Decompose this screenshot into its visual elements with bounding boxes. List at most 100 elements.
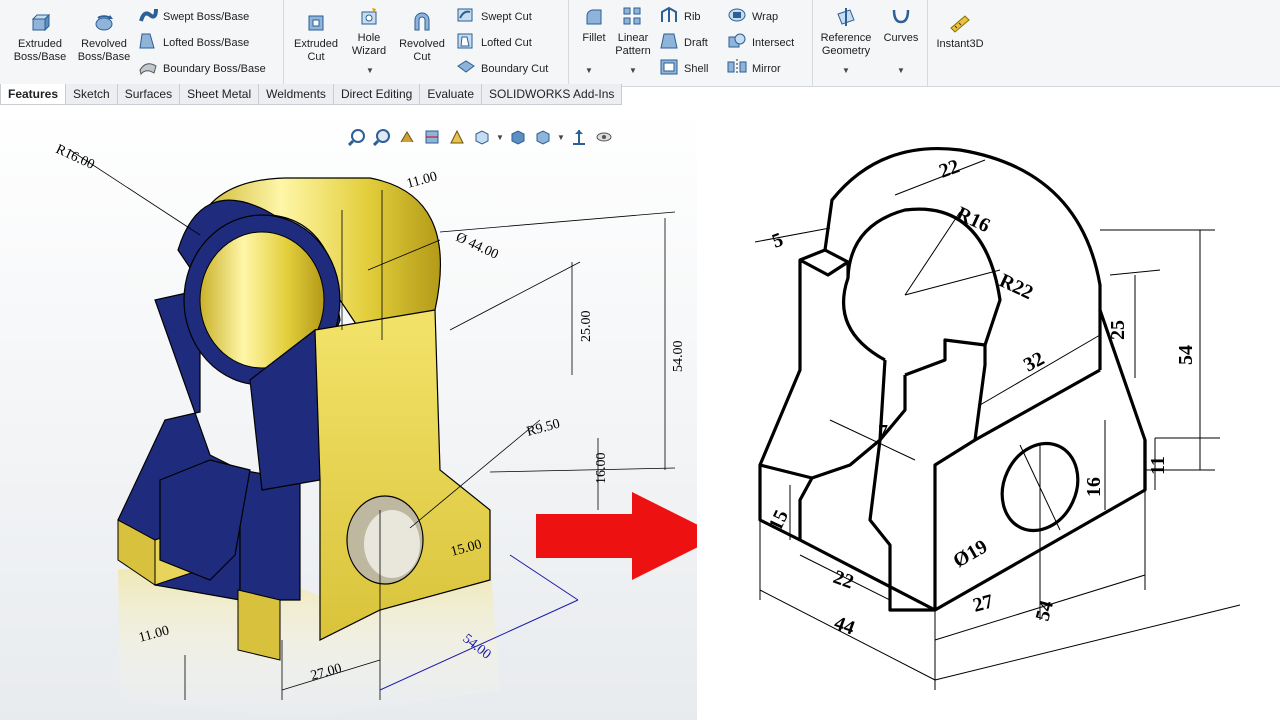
- draft-icon: [659, 32, 679, 53]
- linear-pattern-dropdown-icon[interactable]: ▼: [629, 66, 637, 75]
- fillet-label: Fillet: [582, 32, 606, 44]
- model-cylinder-boss: [177, 177, 442, 386]
- tab-surfaces[interactable]: Surfaces: [116, 84, 181, 105]
- drawing-dim-22-top: 22: [936, 155, 962, 183]
- drawing-dim-32: 32: [1020, 348, 1048, 377]
- solidworks-3d-model[interactable]: R16.00 11.00 Ø 44.00 25.00 54.00 R9.50 1…: [0, 106, 700, 720]
- features-group: Fillet ▼ Linear Pattern ▼ Rib Draft Shel…: [569, 0, 813, 86]
- isometric-drawing-panel: [697, 120, 1250, 720]
- swept-boss-icon: [138, 6, 158, 27]
- boundary-cut-label: Boundary Cut: [481, 62, 549, 75]
- tab-weldments[interactable]: Weldments: [258, 84, 334, 105]
- model-dimension-lines: [69, 149, 676, 700]
- revolved-boss-label: Revolved Boss/Base: [77, 38, 131, 63]
- previous-view-icon[interactable]: [396, 127, 418, 147]
- boundary-cut-button[interactable]: Boundary Cut: [456, 58, 548, 79]
- model-dim-54: 54.00: [671, 341, 686, 373]
- tab-sheet-metal[interactable]: Sheet Metal: [179, 84, 260, 105]
- wrap-icon: [727, 6, 747, 27]
- display-style-dropdown-icon[interactable]: ▼: [557, 132, 565, 142]
- curves-button[interactable]: Curves: [881, 6, 921, 45]
- edit-appearance-icon[interactable]: [568, 127, 590, 147]
- drawing-dim-54-bottom: 54: [1032, 598, 1058, 623]
- rib-button[interactable]: Rib: [659, 6, 701, 27]
- intersect-button[interactable]: Intersect: [727, 32, 794, 53]
- view-orientation-dropdown-icon[interactable]: ▼: [496, 132, 504, 142]
- tab-solidworks-addins[interactable]: SOLIDWORKS Add-Ins: [481, 84, 623, 105]
- view-orientation-icon[interactable]: [471, 127, 493, 147]
- swept-boss-button[interactable]: Swept Boss/Base: [138, 6, 249, 27]
- rib-label: Rib: [684, 10, 701, 23]
- linear-pattern-button[interactable]: Linear Pattern: [611, 6, 655, 58]
- display-style-icon[interactable]: [507, 127, 529, 147]
- drawing-dim-16: 16: [1083, 477, 1105, 497]
- tab-direct-editing[interactable]: Direct Editing: [332, 84, 421, 105]
- tab-sketch[interactable]: Sketch: [65, 84, 118, 105]
- extruded-cut-button[interactable]: Extruded Cut: [290, 12, 342, 64]
- heads-up-view-toolbar: ▼ ▼: [346, 124, 618, 150]
- revolved-cut-label: Revolved Cut: [399, 38, 445, 63]
- lofted-boss-icon: [138, 32, 158, 53]
- drawing-dim-dia19: Ø19: [950, 535, 992, 572]
- extruded-boss-label: Extruded Boss/Base: [13, 38, 67, 63]
- tab-evaluate[interactable]: Evaluate: [419, 84, 483, 105]
- hole-wizard-icon: [358, 6, 380, 32]
- rib-icon: [659, 6, 679, 27]
- mirror-button[interactable]: Mirror: [727, 58, 781, 79]
- boundary-boss-icon: [138, 58, 158, 79]
- shell-icon: [659, 58, 679, 79]
- reference-geometry-icon: [835, 6, 857, 32]
- fillet-dropdown-icon[interactable]: ▼: [585, 66, 593, 75]
- command-manager-tabs: Features Sketch Surfaces Sheet Metal Wel…: [0, 84, 660, 106]
- extruded-boss-button[interactable]: Extruded Boss/Base: [12, 12, 68, 64]
- hole-wizard-button[interactable]: Hole Wizard: [344, 6, 394, 58]
- model-dim-11-top: 11.00: [405, 169, 439, 192]
- model-front-block: [159, 309, 491, 641]
- drawing-dim-25: 25: [1107, 320, 1129, 340]
- lofted-cut-button[interactable]: Lofted Cut: [456, 32, 532, 53]
- lofted-boss-label: Lofted Boss/Base: [163, 36, 250, 49]
- swept-boss-label: Swept Boss/Base: [163, 10, 250, 23]
- lofted-cut-label: Lofted Cut: [481, 36, 532, 49]
- swept-cut-icon: [456, 6, 476, 27]
- linear-pattern-icon: [622, 6, 644, 32]
- hole-wizard-dropdown-icon[interactable]: ▼: [366, 66, 374, 75]
- revolved-boss-button[interactable]: Revolved Boss/Base: [75, 12, 133, 64]
- curves-dropdown-icon[interactable]: ▼: [897, 66, 905, 75]
- lofted-boss-button[interactable]: Lofted Boss/Base: [138, 32, 249, 53]
- linear-pattern-label: Linear Pattern: [615, 32, 651, 57]
- hole-wizard-label: Hole Wizard: [351, 32, 387, 57]
- intersect-label: Intersect: [752, 36, 795, 49]
- instant3d-icon: [949, 12, 971, 38]
- apply-scene-icon[interactable]: [593, 127, 615, 147]
- model-dim-dia44: Ø 44.00: [453, 230, 500, 263]
- boundary-cut-icon: [456, 58, 476, 79]
- dynamic-annotation-icon[interactable]: [446, 127, 468, 147]
- wrap-button[interactable]: Wrap: [727, 6, 778, 27]
- shell-button[interactable]: Shell: [659, 58, 708, 79]
- instant3d-button[interactable]: Instant3D: [932, 12, 988, 51]
- section-view-icon[interactable]: [421, 127, 443, 147]
- boundary-boss-label: Boundary Boss/Base: [163, 62, 266, 75]
- zoom-to-area-icon[interactable]: [371, 127, 393, 147]
- swept-cut-button[interactable]: Swept Cut: [456, 6, 532, 27]
- fillet-icon: [583, 6, 605, 32]
- model-dim-16: 16.00: [594, 453, 609, 485]
- hide-show-items-icon[interactable]: [532, 127, 554, 147]
- boundary-boss-button[interactable]: Boundary Boss/Base: [138, 58, 266, 79]
- fillet-button[interactable]: Fillet: [574, 6, 614, 45]
- swept-cut-label: Swept Cut: [481, 10, 532, 23]
- drawing-dim-54-right: 54: [1175, 345, 1197, 365]
- revolved-cut-button[interactable]: Revolved Cut: [396, 12, 448, 64]
- revolved-boss-icon: [93, 12, 115, 38]
- direction-arrow-icon: [536, 492, 720, 580]
- tab-features[interactable]: Features: [0, 84, 67, 105]
- mirror-label: Mirror: [752, 62, 781, 75]
- reference-geometry-button[interactable]: Reference Geometry: [817, 6, 875, 58]
- draft-label: Draft: [684, 36, 708, 49]
- command-manager-ribbon: Extruded Boss/Base Revolved Boss/Base Sw…: [0, 0, 1280, 87]
- draft-button[interactable]: Draft: [659, 32, 708, 53]
- zoom-to-fit-icon[interactable]: [346, 127, 368, 147]
- drawing-dim-27: 27: [971, 590, 996, 616]
- reference-geometry-dropdown-icon[interactable]: ▼: [842, 66, 850, 75]
